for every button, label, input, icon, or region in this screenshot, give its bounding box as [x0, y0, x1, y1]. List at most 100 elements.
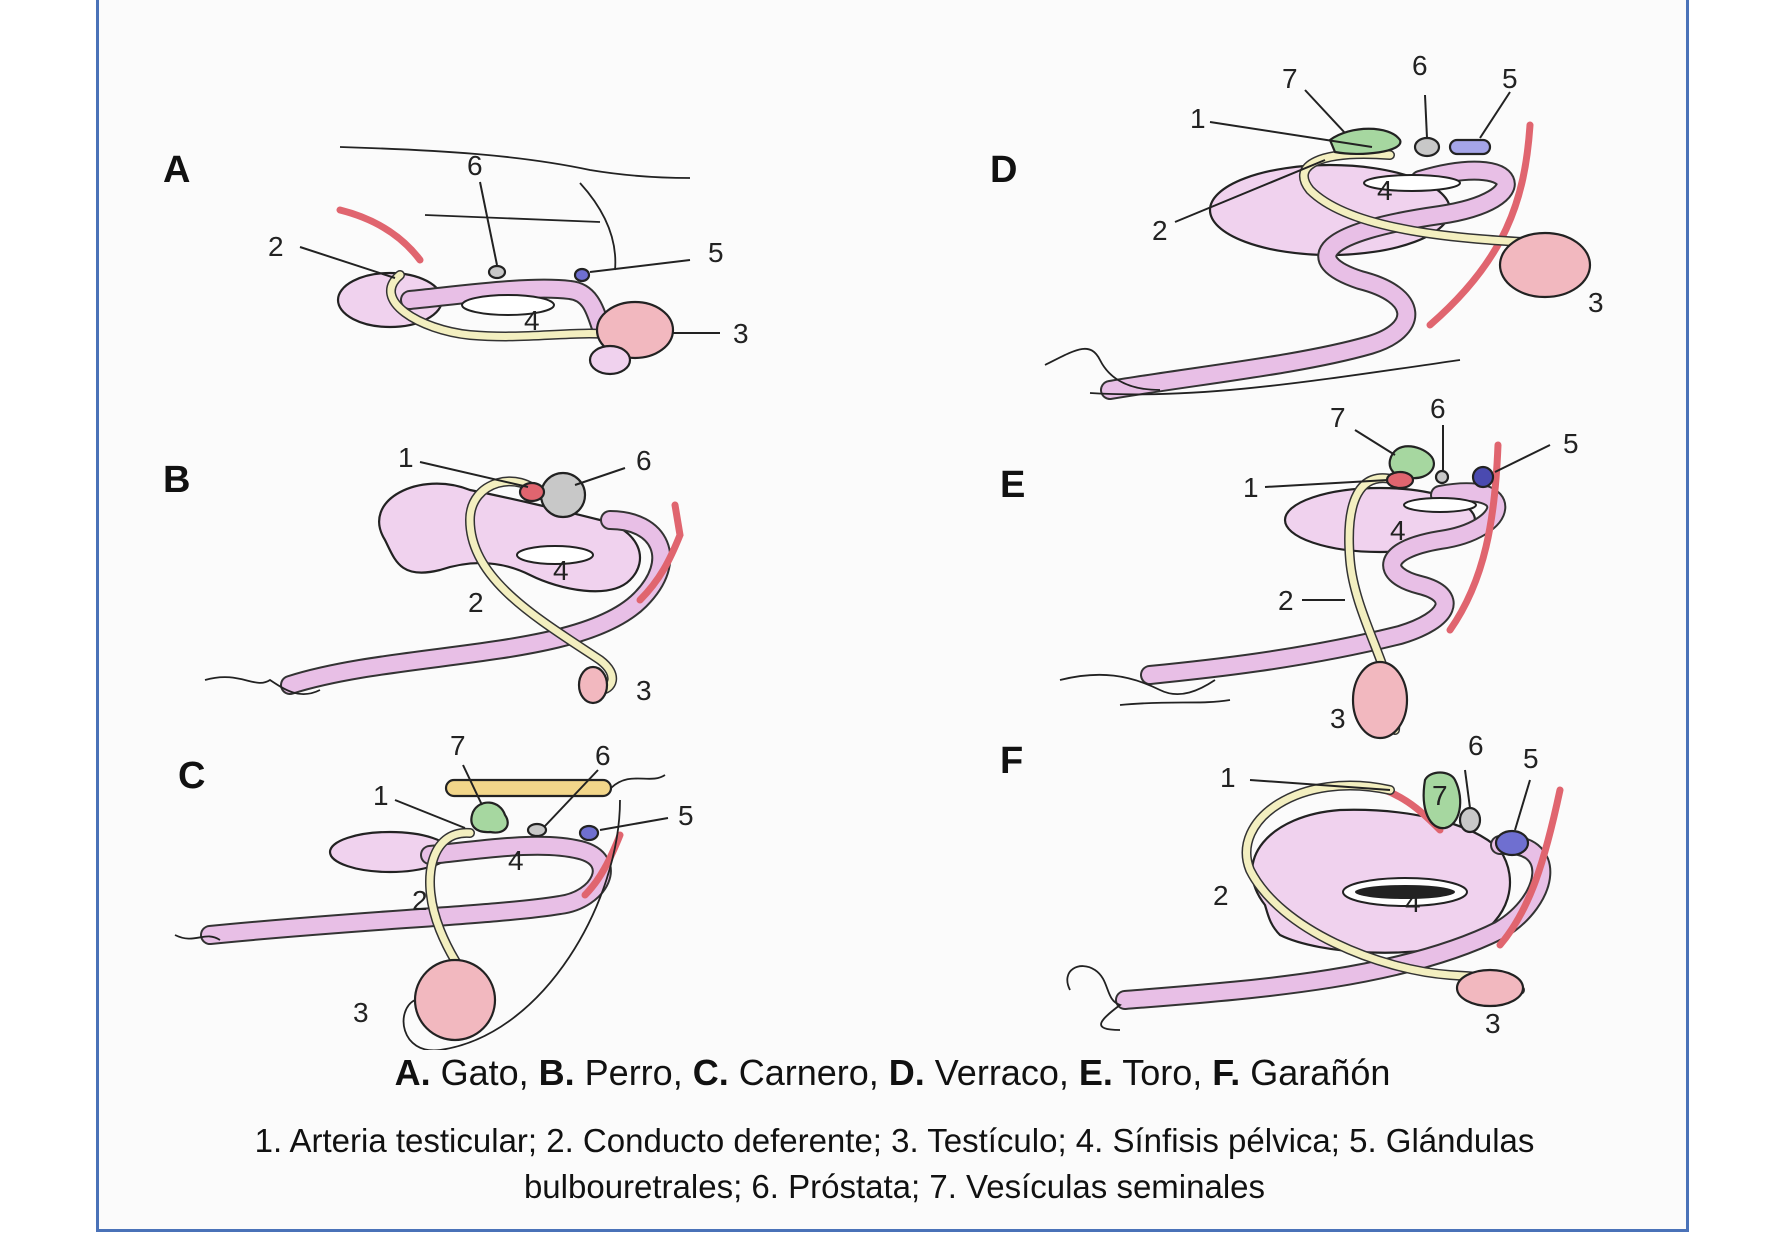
species-caption: A. Gato, B. Perro, C. Carnero, D. Verrac…: [96, 1052, 1689, 1094]
species-name: Carnero,: [728, 1052, 889, 1093]
species-name: Garañón: [1240, 1052, 1391, 1093]
urethra: [282, 512, 670, 693]
species-key: C.: [692, 1052, 729, 1093]
label-1: 1: [1190, 103, 1206, 134]
label-4: 4: [1405, 887, 1421, 918]
testicular-artery: [1426, 121, 1534, 329]
leader-2: [299, 246, 396, 279]
label-2: 2: [1278, 585, 1294, 616]
testicular-artery: [336, 206, 424, 264]
label-5: 5: [1502, 63, 1518, 94]
bladder: [378, 482, 642, 593]
pelvic-symphysis: [516, 545, 594, 565]
pelvic-symphysis: [461, 294, 555, 316]
leader-5: [1514, 779, 1531, 831]
scrotum-outline: [402, 799, 621, 1050]
prostate: [1434, 469, 1450, 485]
leader-6: [544, 769, 599, 827]
label-7: 7: [1330, 402, 1346, 433]
panel-letter: D: [990, 149, 1017, 191]
label-4: 4: [1390, 515, 1406, 546]
leader-7: [1304, 89, 1346, 134]
panel-b: B 1 6 2 4 3: [163, 442, 684, 706]
leader-5: [1479, 91, 1511, 139]
species-key: F.: [1212, 1052, 1241, 1093]
seminal-vesicle: [1422, 771, 1462, 830]
symphysis-dark: [1355, 885, 1455, 899]
label-4: 4: [1377, 175, 1393, 206]
label-5: 5: [708, 237, 724, 268]
label-2: 2: [268, 231, 284, 262]
tail-line: [610, 774, 666, 789]
pelvic-symphysis: [1403, 497, 1477, 513]
leader-6: [1464, 769, 1471, 809]
testis: [413, 958, 497, 1042]
testicular-artery: [581, 831, 624, 899]
outline-tail: [579, 182, 617, 271]
panel-e: E 1 7 6 5 2 4 3: [1000, 393, 1579, 740]
glans: [1066, 965, 1122, 1031]
prostate: [526, 822, 548, 838]
deferent-duct: [1300, 150, 1574, 249]
prostate: [539, 471, 587, 519]
label-6: 6: [1430, 393, 1446, 424]
panel-d: D 1 7 6 5 2 4 3: [990, 50, 1604, 400]
panel-c: C 1 7 6 5 4 2 3: [174, 730, 694, 1050]
panel-letter: A: [163, 149, 190, 191]
label-4: 4: [553, 555, 569, 586]
label-7: 7: [450, 730, 466, 761]
bulbourethral-gland: [578, 824, 600, 842]
label-3: 3: [1485, 1008, 1501, 1039]
panel-letter: C: [178, 755, 205, 797]
leader-7: [1354, 429, 1396, 456]
deferent-duct: [387, 271, 624, 340]
label-6: 6: [1468, 730, 1484, 761]
label-6: 6: [595, 740, 611, 771]
species-name: Verraco,: [924, 1052, 1079, 1093]
leader-5: [599, 817, 669, 831]
leader-6: [574, 467, 626, 486]
testis: [1498, 231, 1592, 299]
bulbourethral-gland: [1494, 829, 1530, 857]
ventral-line: [1119, 699, 1231, 706]
leader-1: [419, 461, 529, 488]
prostate: [487, 264, 507, 280]
species-key: B.: [538, 1052, 575, 1093]
species-key: E.: [1078, 1052, 1113, 1093]
testicular-artery: [636, 501, 684, 604]
seminal-vesicle: [1328, 127, 1402, 155]
label-3: 3: [353, 997, 369, 1028]
label-1: 1: [398, 442, 414, 473]
leader-2: [1174, 159, 1326, 223]
label-6: 6: [1412, 50, 1428, 81]
label-6: 6: [467, 150, 483, 181]
penis-tip: [588, 344, 632, 376]
artery-ampulla: [1385, 470, 1415, 490]
testis: [1351, 660, 1409, 740]
bulbourethral-gland: [1471, 465, 1495, 489]
bulbourethral-gland: [1448, 138, 1492, 156]
label-5: 5: [678, 800, 694, 831]
deferent-duct: [466, 477, 616, 694]
penis-sheath: [204, 676, 321, 695]
panel-f: F 1 7 6 5 2 4 3: [1000, 730, 1564, 1039]
label-5: 5: [1523, 743, 1539, 774]
legend-caption: 1. Arteria testicular; 2. Conducto defer…: [150, 1118, 1639, 1210]
panel-letter: F: [1000, 740, 1023, 782]
label-3: 3: [1330, 703, 1346, 734]
ventral-line: [1089, 359, 1461, 396]
label-2: 2: [1213, 880, 1229, 911]
leader-1: [1209, 121, 1373, 148]
leader-6: [1424, 94, 1428, 139]
label-2: 2: [1152, 215, 1168, 246]
testis: [1455, 968, 1525, 1008]
species-name: Toro,: [1112, 1052, 1213, 1093]
outline-body: [424, 214, 601, 223]
leader-5: [1494, 444, 1551, 473]
penis-tip: [174, 934, 221, 941]
leader-1: [394, 799, 466, 829]
legend-line-2: bulbouretrales; 6. Próstata; 7. Vesícula…: [523, 1168, 1266, 1205]
label-6: 6: [636, 445, 652, 476]
label-5: 5: [1563, 428, 1579, 459]
species-name: Gato,: [430, 1052, 539, 1093]
